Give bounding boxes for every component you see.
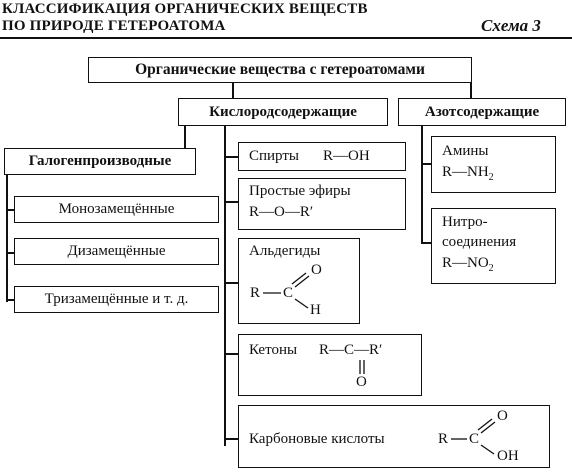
halogen-label: Галогенпроизводные: [28, 153, 172, 169]
ketones-box: Кетоны R—C—R′ O: [238, 334, 422, 396]
halogen-item-label: Монозамещённые: [58, 201, 175, 217]
oxygen-branch-4: [224, 353, 238, 355]
nitrogen-branch-1: [421, 163, 431, 165]
halogen-branch-3: [6, 299, 14, 301]
root-label: Органические вещества с гетероатомами: [135, 61, 425, 78]
alcohols-formula: R—OH: [323, 148, 370, 164]
aldehyde-c: C: [283, 285, 294, 301]
aldehydes-box: Альдегиды R C O H: [238, 238, 360, 324]
connector-root-oxygen: [232, 82, 234, 98]
ethers-box: Простые эфиры R—O—R′: [238, 178, 406, 230]
halogen-branch-2: [6, 252, 14, 254]
oxygen-branch-3: [224, 282, 238, 284]
acids-name: Карбоновые кислоты: [249, 431, 385, 447]
halogen-item-label: Тризамещённые и т. д.: [44, 291, 189, 307]
oxygen-box: Кислородсодержащие: [178, 98, 388, 126]
amines-formula: R—NH2: [442, 164, 494, 183]
oxygen-branch-5: [224, 438, 238, 440]
halogen-trunk: [6, 174, 8, 302]
halogen-box: Галогенпроизводные: [4, 148, 196, 175]
connector-root-nitrogen: [470, 82, 472, 98]
nitro-name-line1: Нитро-: [442, 214, 488, 230]
alcohols-box: Спирты R—OH: [238, 142, 406, 171]
acid-c: C: [469, 431, 480, 447]
schema-label: Схема 3: [481, 16, 541, 35]
ketone-o: O: [356, 374, 367, 390]
nitro-name-line2: соединения: [442, 234, 517, 250]
nitrogen-trunk: [421, 126, 423, 244]
acid-o: O: [497, 408, 508, 424]
halogen-item-mono: Монозамещённые: [14, 196, 219, 223]
root-box: Органические вещества с гетероатомами: [88, 57, 472, 83]
aldehydes-name: Альдегиды: [249, 243, 321, 259]
nitro-box: Нитро- соединения R—NO2: [431, 208, 556, 284]
title-line-1: КЛАССИФИКАЦИЯ ОРГАНИЧЕСКИХ ВЕЩЕСТВ: [2, 1, 368, 17]
connector-oxygen-halogen: [184, 110, 186, 150]
aldehyde-o: O: [311, 262, 322, 278]
oxygen-label: Кислородсодержащие: [209, 103, 357, 120]
amines-formula-main: R—NH: [442, 164, 489, 180]
oxygen-branch-2: [224, 201, 238, 203]
halogen-branch-1: [6, 209, 14, 211]
amines-formula-sub: 2: [488, 172, 494, 183]
acid-oh: OH: [497, 448, 519, 464]
title-line-2: ПО ПРИРОДЕ ГЕТЕРОАТОМА: [2, 18, 226, 34]
nitrogen-box: Азотсодержащие: [398, 98, 566, 126]
halogen-item-tri: Тризамещённые и т. д.: [14, 286, 219, 313]
header-rule: [0, 37, 572, 39]
amines-name: Амины: [442, 143, 489, 159]
aldehyde-r: R: [250, 285, 261, 301]
aldehyde-h: H: [310, 302, 321, 318]
oxygen-branch-1: [224, 156, 238, 158]
ethers-formula: R—O—R′: [249, 204, 314, 220]
nitro-formula-sub: 2: [488, 263, 494, 274]
ketones-name: Кетоны: [249, 342, 298, 358]
alcohols-name: Спирты: [249, 148, 299, 164]
nitrogen-label: Азотсодержащие: [424, 103, 540, 120]
ketone-double-bond: [359, 360, 365, 374]
amines-box: Амины R—NH2: [431, 136, 556, 193]
aldehyde-structure: [263, 272, 310, 309]
ketones-formula: R—C—R′: [319, 342, 383, 358]
nitro-formula: R—NO2: [442, 255, 494, 274]
nitrogen-branch-2: [421, 242, 431, 244]
acid-r: R: [438, 431, 449, 447]
acid-structure: [451, 418, 496, 455]
oxygen-trunk: [224, 126, 226, 446]
halogen-item-di: Дизамещённые: [14, 238, 219, 265]
ethers-name: Простые эфиры: [249, 183, 351, 199]
acids-box: Карбоновые кислоты R C O OH: [238, 405, 550, 468]
nitro-formula-main: R—NO: [442, 255, 489, 271]
halogen-item-label: Дизамещённые: [67, 243, 166, 259]
